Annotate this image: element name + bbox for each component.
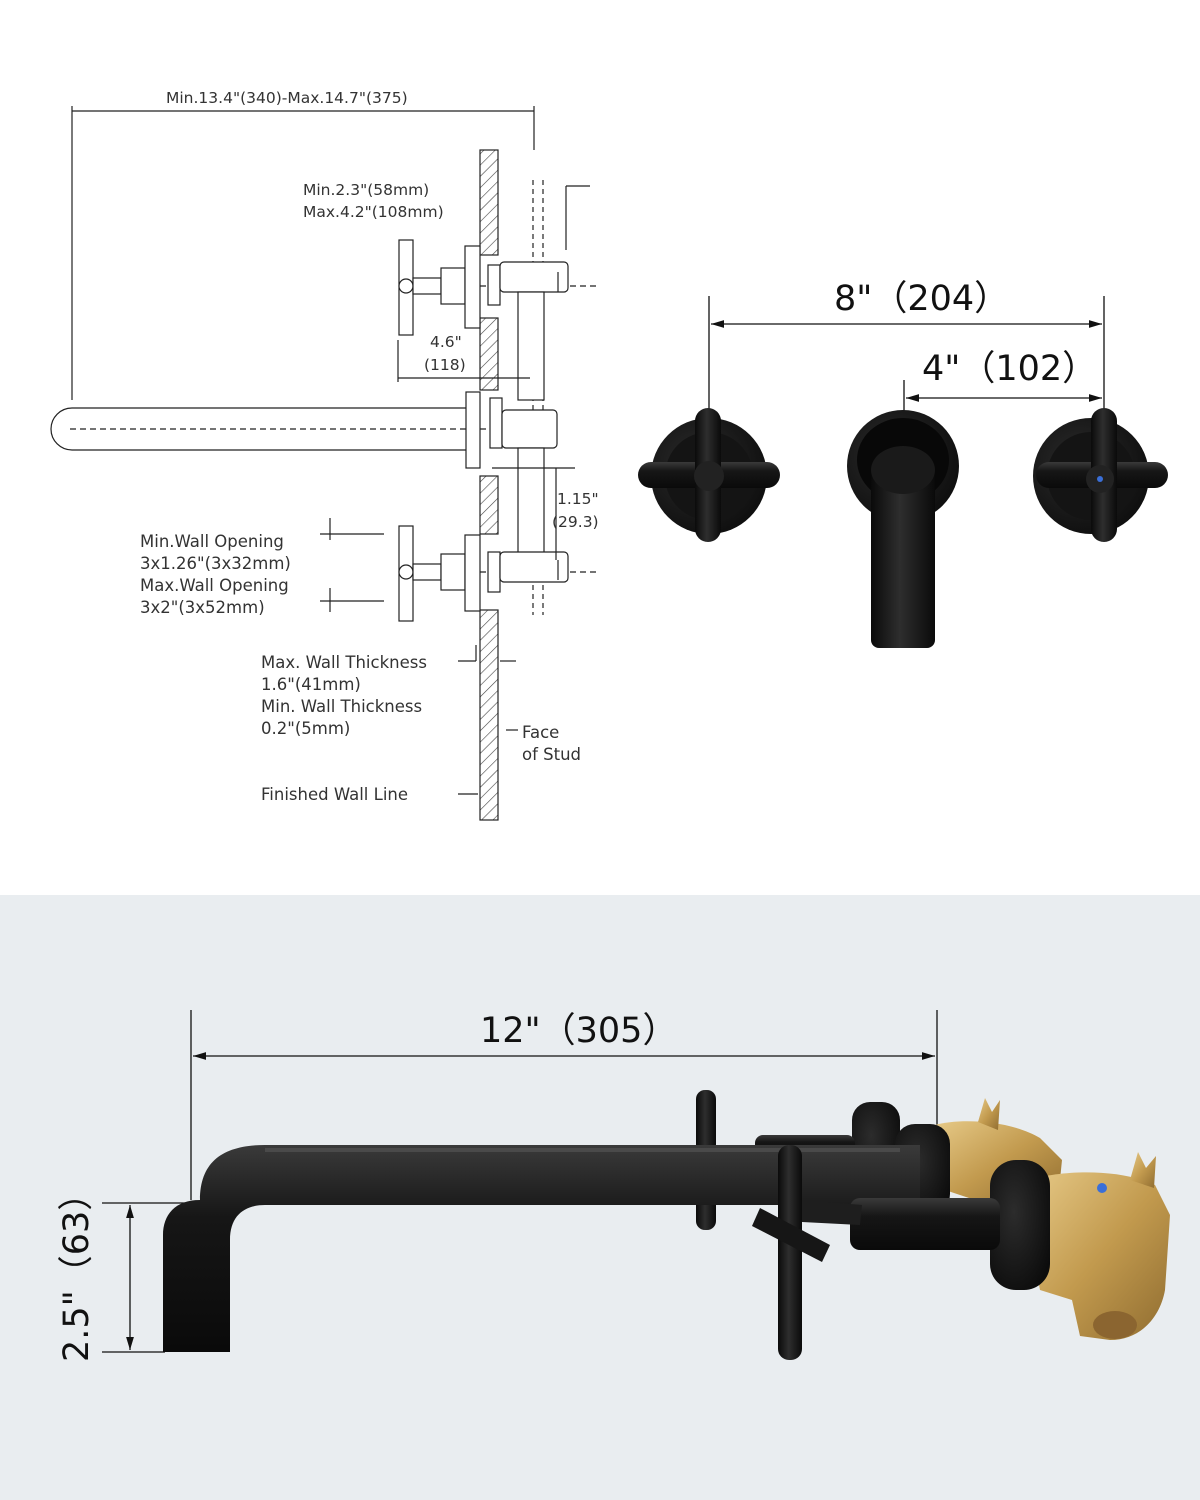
min-wall-thickness-label: Min. Wall Thickness <box>261 697 422 716</box>
spout-reach-label: 12"（305） <box>480 1011 677 1051</box>
max-wall-opening-label: Max.Wall Opening <box>140 576 289 595</box>
left-cross-handle <box>638 408 780 542</box>
max-wall-opening-value: 3x2"(3x52mm) <box>140 598 265 617</box>
min-wall-thickness-value: 0.2"(5mm) <box>261 719 350 738</box>
overall-reach-label: Min.13.4"(340)-Max.14.7"(375) <box>166 89 408 107</box>
handle-spacing-label: 8"（204） <box>834 279 1009 319</box>
front-spout <box>847 410 959 648</box>
valve-offset-mm-label: (29.3) <box>552 513 599 531</box>
valve-offset-label: 1.15" <box>557 490 599 508</box>
side-faucet-illustration <box>163 1090 1170 1360</box>
max-wall-thickness-label: Max. Wall Thickness <box>261 653 427 672</box>
spout-to-handle-label: 4"（102） <box>922 349 1097 389</box>
face-of-stud-label-line1: Face <box>522 723 559 742</box>
min-wall-opening-label: Min.Wall Opening <box>140 532 284 551</box>
side-view-dimension-lines <box>102 1010 938 1353</box>
right-cross-handle <box>1033 408 1168 542</box>
spout-height-label: 2.5"（63） <box>57 1176 97 1362</box>
spout-offset-mm-label: (118) <box>424 356 466 374</box>
min-wall-opening-value: 3x1.26"(3x32mm) <box>140 554 291 573</box>
finished-wall-line-label: Finished Wall Line <box>261 785 408 804</box>
face-of-stud-label-line2: of Stud <box>522 745 581 764</box>
front-view-dimension-lines <box>708 296 1105 414</box>
handle-projection-min-label: Min.2.3"(58mm) <box>303 181 429 199</box>
technical-drawing <box>50 106 600 821</box>
max-wall-thickness-value: 1.6"(41mm) <box>261 675 361 694</box>
handle-projection-max-label: Max.4.2"(108mm) <box>303 203 444 221</box>
spout-offset-label: 4.6" <box>430 333 462 351</box>
